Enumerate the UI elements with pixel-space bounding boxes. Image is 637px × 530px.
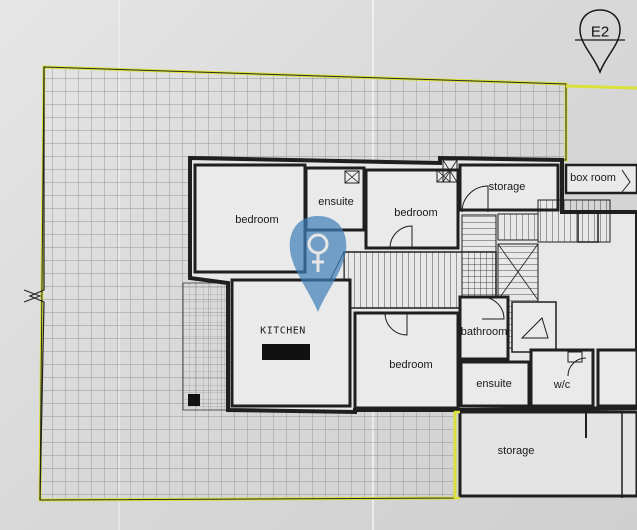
- room-label-bathroom: bathroom: [460, 326, 508, 338]
- room-label-box-room: box room: [570, 172, 616, 184]
- room-label-storage-2: storage: [497, 445, 535, 457]
- redaction-bar: [262, 344, 310, 360]
- room-label-bedroom-1: bedroom: [235, 214, 279, 226]
- room-label-bedroom-2: bedroom: [394, 207, 438, 219]
- sheet-id-label: E2: [590, 23, 610, 41]
- room-label-kitchen: KITCHEN: [260, 325, 306, 337]
- room-label-ensuite-2: ensuite: [476, 378, 512, 390]
- location-pin-icon: [289, 216, 347, 312]
- room-label-bedroom-3: bedroom: [389, 359, 433, 371]
- room-label-wc: w/c: [553, 379, 571, 391]
- map-pin-icon: [575, 9, 625, 75]
- room-label-storage-1: storage: [488, 181, 526, 193]
- room-label-ensuite-1: ensuite: [318, 196, 354, 208]
